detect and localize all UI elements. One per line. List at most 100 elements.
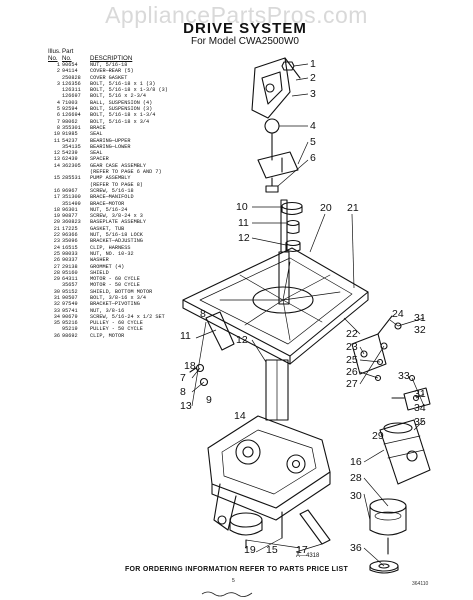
callout-35: 35 xyxy=(414,416,426,428)
cell-illus: 19 xyxy=(53,213,60,220)
cell-illus: 2 xyxy=(56,68,60,75)
callout-18: 18 xyxy=(184,360,196,372)
center-shaft-part xyxy=(265,199,290,421)
cell-desc: SCREW, 3/8-24 x 3 xyxy=(90,213,143,220)
cell-illus: 27 xyxy=(53,263,60,270)
cell-illus: 15 xyxy=(53,175,60,182)
cell-desc: BRACKET—ADJUSTING xyxy=(90,238,143,245)
cell-illus: 13 xyxy=(53,156,60,163)
callout-14: 14 xyxy=(234,410,246,422)
cell-desc: BRACE xyxy=(90,124,106,131)
cell-part: 95219 xyxy=(62,326,78,333)
cell-desc: NUT, 5/16-24 xyxy=(90,206,128,213)
cell-part: 71003 xyxy=(62,99,78,106)
cell-illus: 1 xyxy=(56,62,60,68)
cell-desc: BOLT, 5/16-18 x 1-3/8 (3) xyxy=(90,87,168,94)
page-subtitle: For Model CWA2500W0 xyxy=(191,36,299,47)
cell-illus: 32 xyxy=(53,301,60,308)
callout-26: 26 xyxy=(346,366,358,378)
callout-22: 22 xyxy=(346,328,358,340)
cell-part: 96967 xyxy=(62,187,78,194)
cell-part: 126694 xyxy=(62,112,81,119)
callout-3: 3 xyxy=(310,88,316,100)
table-row: (REFER TO PAGE 8) xyxy=(48,182,218,188)
cell-part: 126356 xyxy=(62,80,81,87)
header-part-label: Part xyxy=(62,48,74,55)
callout-12b: 12 xyxy=(236,334,248,346)
cell-desc: COVER GASKET xyxy=(90,74,128,81)
cell-desc: SCREW, 5/16-18 xyxy=(90,187,134,194)
table-header-line2: No. No. DESCRIPTION xyxy=(48,55,218,62)
cell-illus: 23 xyxy=(53,238,60,245)
cell-part: 360823 xyxy=(62,219,81,226)
cell-illus: 6 xyxy=(56,112,60,119)
cell-illus: 17 xyxy=(53,194,60,201)
callout-29: 29 xyxy=(372,430,384,442)
callout-15: 15 xyxy=(266,544,278,556)
table-row: (REFER TO PAGE 6 AND 7) xyxy=(48,169,218,175)
page-title: DRIVE SYSTEM xyxy=(183,20,307,37)
cell-illus: 10 xyxy=(53,131,60,138)
adjusting-bracket-part xyxy=(351,315,393,375)
cell-illus: 30 xyxy=(53,288,60,295)
cell-illus: 8 xyxy=(56,124,60,131)
cell-desc: BOLT, 5/16-18 x 1 (3) xyxy=(90,80,156,87)
callout-28: 28 xyxy=(350,472,362,484)
cell-part: 90507 xyxy=(62,294,78,301)
cell-desc: (REFER TO PAGE 6 AND 7) xyxy=(90,169,162,176)
cell-part: 35096 xyxy=(62,238,78,245)
cell-desc: SEAL xyxy=(90,150,103,157)
pivot-bracket-part xyxy=(391,387,431,411)
callout-24: 24 xyxy=(392,308,404,320)
cell-illus: 20 xyxy=(53,219,60,226)
cell-illus: 25 xyxy=(53,250,60,257)
callout-32: 32 xyxy=(414,324,426,336)
cell-part: 95741 xyxy=(62,307,78,314)
cell-part: 96366 xyxy=(62,232,78,239)
cell-part: 95152 xyxy=(62,288,78,295)
callout-21: 21 xyxy=(347,202,359,214)
nut-part xyxy=(281,61,295,71)
cell-part: 64311 xyxy=(62,276,78,283)
cell-part: 17225 xyxy=(62,225,78,232)
cell-part: 126311 xyxy=(62,87,81,94)
callout-7: 7 xyxy=(180,372,186,384)
cell-part: 54239 xyxy=(62,150,78,157)
cell-illus: 26 xyxy=(53,257,60,264)
baseplate-part xyxy=(182,247,369,365)
cell-desc: (REFER TO PAGE 8) xyxy=(90,181,143,188)
cell-desc: BRACKET—PIVOTING xyxy=(90,301,140,308)
cell-desc: GASKET, TUB xyxy=(90,225,125,232)
cell-desc: BALL, SUSPENSION (4) xyxy=(90,99,153,106)
ordering-footer: FOR ORDERING INFORMATION REFER TO PARTS … xyxy=(124,566,349,573)
cell-illus: 4 xyxy=(56,99,60,106)
callout-5: 5 xyxy=(310,136,316,148)
cell-part: 96301 xyxy=(62,206,78,213)
callout-19: 19 xyxy=(244,544,256,556)
table-header: Illus. Part xyxy=(48,48,218,55)
header-part: Part xyxy=(62,48,90,55)
cell-illus: 36 xyxy=(53,332,60,339)
